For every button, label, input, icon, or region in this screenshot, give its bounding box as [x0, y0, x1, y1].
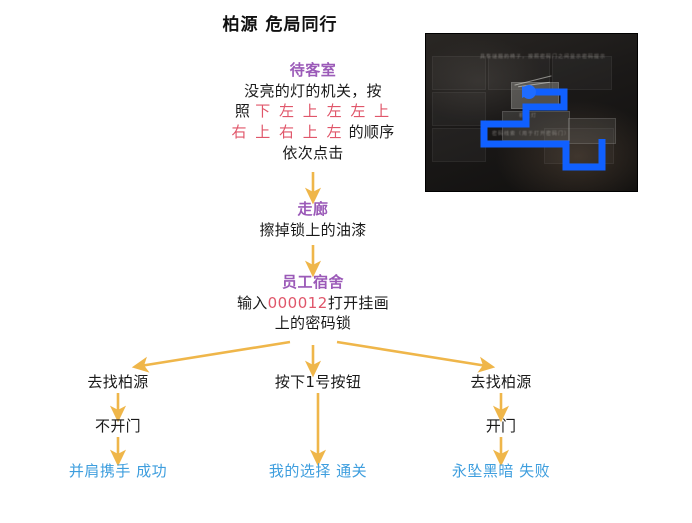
sequence-part-2: 右 上 右 上 左	[231, 123, 344, 142]
node-reception-line2: 照 下 左 上 左 左 上	[203, 101, 423, 122]
node-dormitory-line1-suffix: 打开挂画	[327, 293, 390, 312]
branch-left-ending: 并肩携手 成功	[68, 462, 168, 480]
branch-left-step2: 不开门	[95, 417, 141, 435]
node-reception-line1: 没亮的灯的机关，按	[244, 81, 382, 100]
node-reception-room: 待客室 没亮的灯的机关，按 照 下 左 上 左 左 上 右 上 右 上 左 的顺…	[203, 60, 423, 163]
passcode-value: 000012	[267, 293, 328, 312]
node-corridor-line1: 擦掉锁上的油漆	[259, 220, 367, 239]
node-dormitory-line1: 输入000012打开挂画	[203, 293, 423, 314]
node-reception-line3: 右 上 右 上 左 的顺序	[203, 122, 423, 143]
thumbnail-label-text: 密码线索（用于打开密码门）	[492, 131, 571, 137]
blue-route-overlay	[480, 85, 606, 171]
page-title: 柏源 危局同行	[222, 15, 338, 35]
node-reception-line3-suffix: 的顺序	[343, 123, 395, 142]
node-dormitory-heading: 员工宿舍	[281, 273, 344, 291]
node-reception-heading: 待客室	[289, 61, 337, 79]
node-corridor: 走廊 擦掉锁上的油漆	[203, 199, 423, 240]
branch-left-step1: 去找柏源	[87, 373, 149, 391]
thumbnail-caption-text: 具有谜题的椅子，按照密码门之间显示密码提示	[480, 54, 607, 60]
game-screenshot-thumbnail: 具有谜题的椅子，按照密码门之间显示密码提示 密码线索（用于打开密码门） 机关灯	[425, 33, 638, 192]
node-dormitory-line2: 上的密码锁	[274, 314, 352, 333]
branch-right-ending: 永坠黑暗 失败	[451, 462, 551, 480]
branch-right-step2: 开门	[485, 417, 517, 435]
node-dormitory-line1-prefix: 输入	[236, 293, 268, 312]
sequence-part-1: 下 左 上 左 左 上	[255, 102, 392, 121]
branch-right-step1: 去找柏源	[470, 373, 532, 391]
node-reception-line4: 依次点击	[282, 143, 344, 162]
node-corridor-heading: 走廊	[297, 200, 329, 218]
branch-middle-step1: 按下1号按钮	[274, 373, 362, 391]
node-staff-dormitory: 员工宿舍 输入000012打开挂画 上的密码锁	[203, 272, 423, 334]
node-reception-line2-prefix: 照	[234, 102, 256, 121]
branch-middle-ending: 我的选择 通关	[268, 462, 368, 480]
